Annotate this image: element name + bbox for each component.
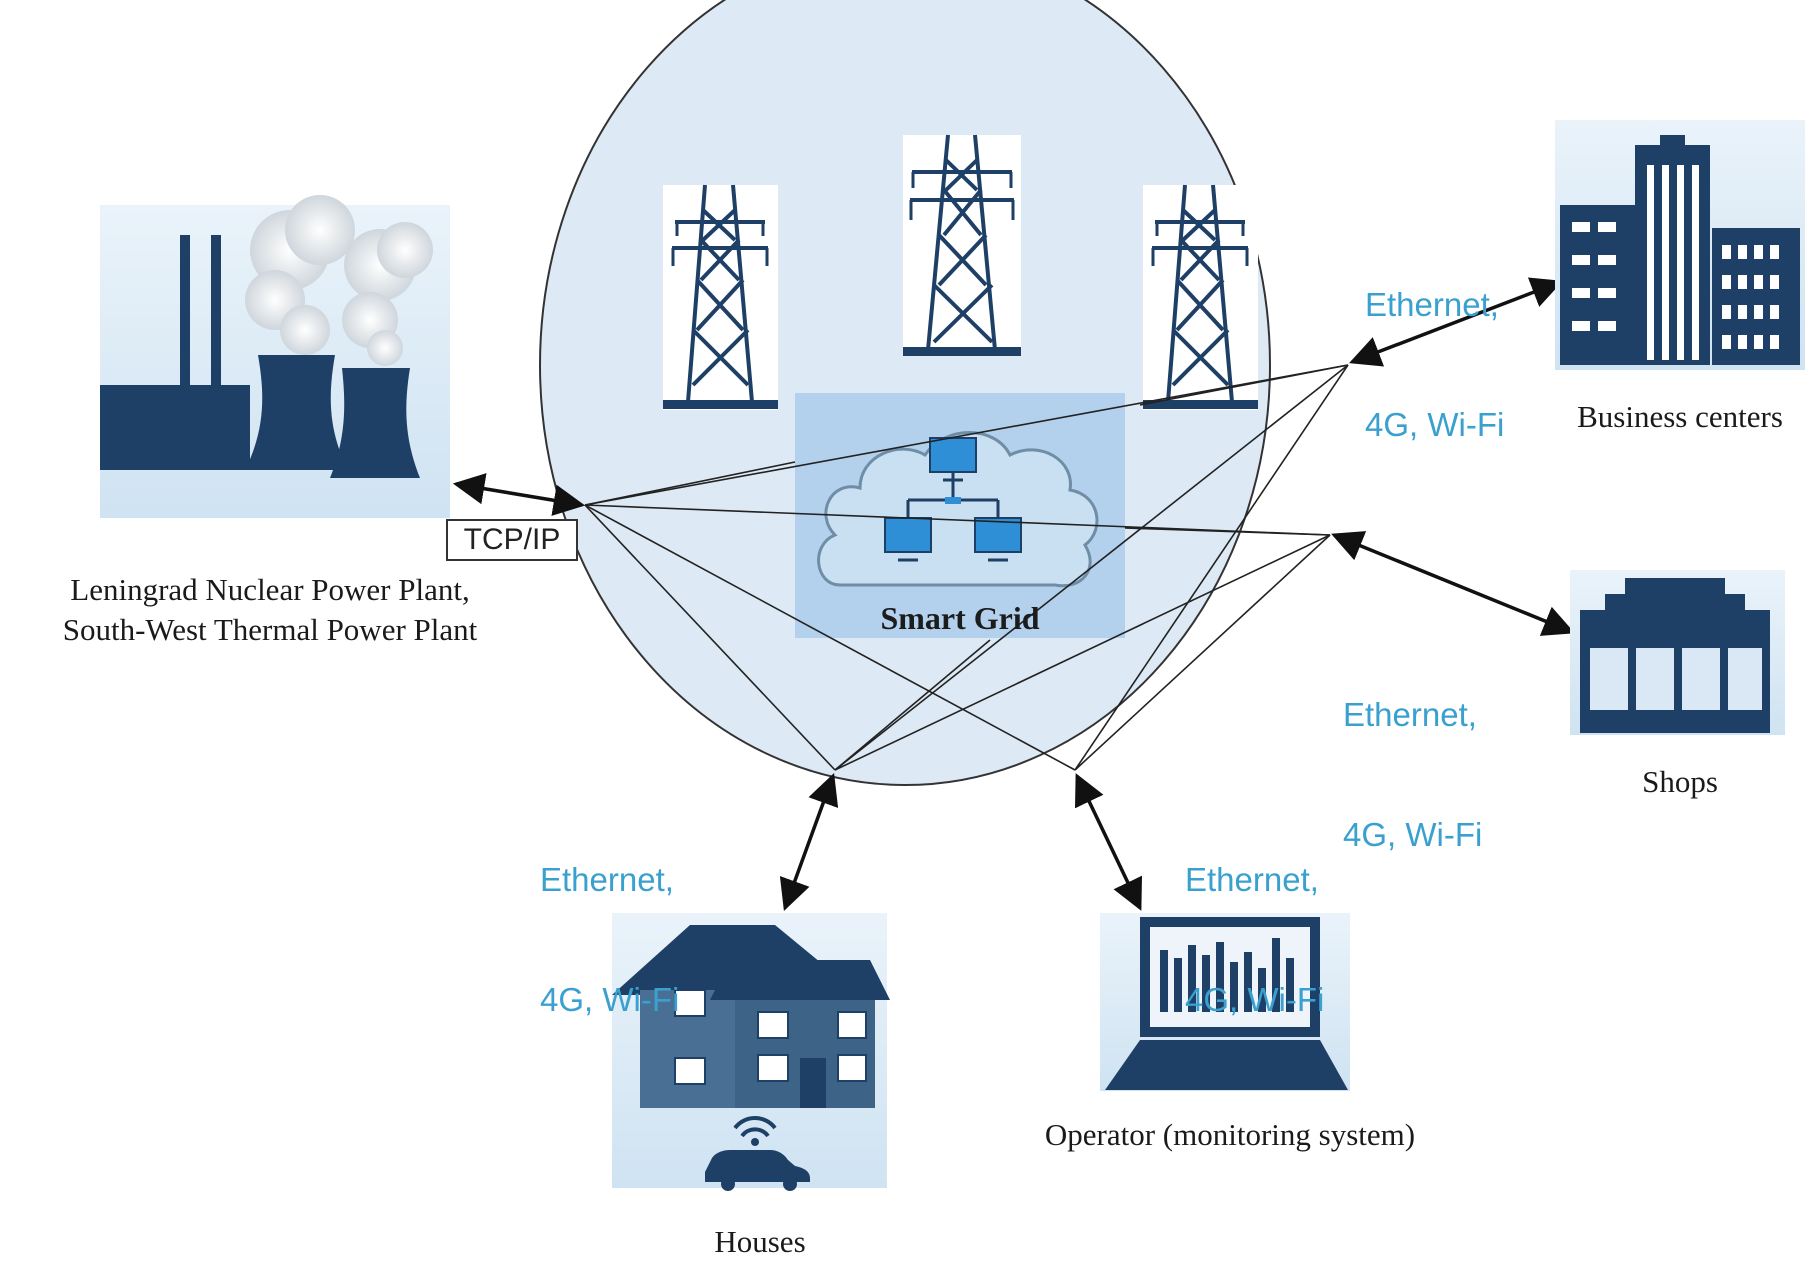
protocol-line: Ethernet, bbox=[540, 861, 674, 898]
monitoring-laptop-icon bbox=[1100, 913, 1350, 1091]
operator-protocol: Ethernet, 4G, Wi-Fi bbox=[1185, 780, 1324, 1060]
shop-icon bbox=[1570, 570, 1785, 735]
power-plant-icon bbox=[100, 195, 450, 518]
shops-label: Shops bbox=[1642, 764, 1718, 799]
mesh-lines bbox=[584, 364, 1349, 771]
business-centers-label: Business centers bbox=[1577, 399, 1783, 434]
house-icon bbox=[612, 913, 890, 1191]
protocol-line: 4G, Wi-Fi bbox=[540, 981, 680, 1018]
power-plant-label-line: South-West Thermal Power Plant bbox=[62, 612, 478, 647]
power-plant-label-line: Leningrad Nuclear Power Plant, bbox=[70, 572, 470, 607]
business-center-icon bbox=[1555, 120, 1805, 370]
protocol-line: Ethernet, bbox=[1365, 286, 1499, 323]
protocol-line: 4G, Wi-Fi bbox=[1365, 406, 1505, 443]
car-icon bbox=[705, 1150, 810, 1191]
power-tower-icon bbox=[903, 134, 1021, 356]
connection-arrows bbox=[452, 277, 1575, 911]
protocol-line: Ethernet, bbox=[1343, 696, 1477, 733]
houses-protocol: Ethernet, 4G, Wi-Fi bbox=[540, 780, 679, 1060]
power-plant-label: Leningrad Nuclear Power Plant, South-Wes… bbox=[10, 570, 530, 650]
protocol-line: 4G, Wi-Fi bbox=[1343, 816, 1483, 853]
smart-grid-label: Smart Grid bbox=[880, 600, 1040, 636]
shops-protocol: Ethernet, 4G, Wi-Fi bbox=[1343, 615, 1482, 895]
protocol-line: 4G, Wi-Fi bbox=[1185, 981, 1325, 1018]
wifi-icon bbox=[733, 1116, 777, 1138]
operator-label: Operator (monitoring system) bbox=[1044, 1117, 1416, 1152]
power-tower-icon bbox=[1143, 184, 1258, 410]
protocol-line: Ethernet, bbox=[1185, 861, 1319, 898]
power-tower-icon bbox=[663, 184, 778, 410]
tcp-ip-badge: TCP/IP bbox=[446, 519, 578, 561]
houses-label: Houses bbox=[714, 1224, 806, 1259]
business-centers-protocol: Ethernet, 4G, Wi-Fi bbox=[1365, 205, 1504, 485]
